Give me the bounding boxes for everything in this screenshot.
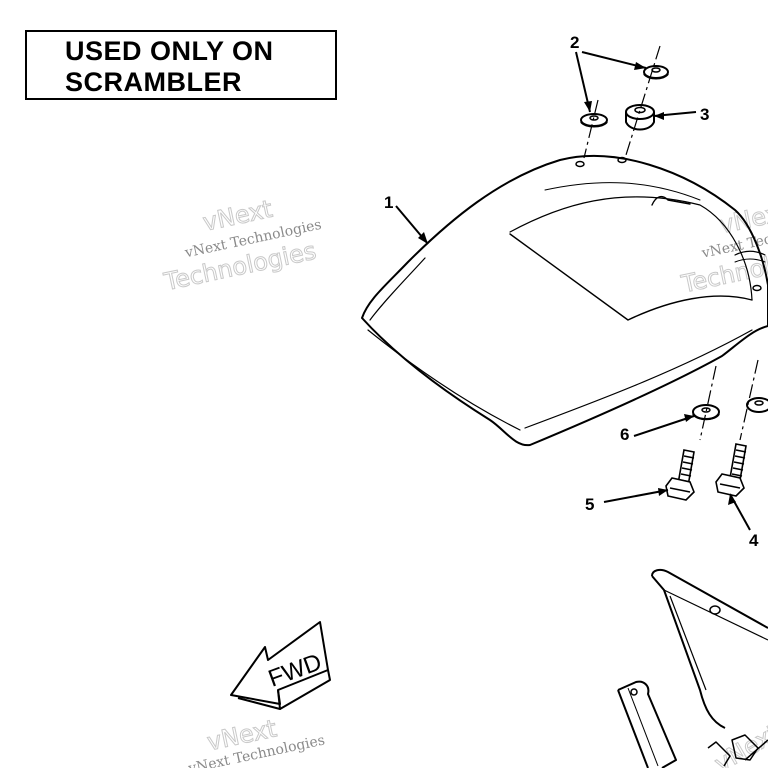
assembly-centerlines xyxy=(583,45,759,441)
fwd-direction-arrow: FWD xyxy=(230,621,331,710)
frame-bracket xyxy=(617,568,768,768)
bolt-right xyxy=(715,443,747,497)
callout-3: 3 xyxy=(700,105,709,124)
callout-6: 6 xyxy=(620,425,629,444)
notice-box: USED ONLY ON SCRAMBLER xyxy=(25,30,337,100)
watermark-bottom-left: vNext vNext Technologies xyxy=(186,714,326,768)
washer-small-left xyxy=(580,113,608,128)
callout-5: 5 xyxy=(585,495,594,514)
notice-line-1: USED ONLY ON xyxy=(65,36,274,66)
notice-line-2: SCRAMBLER xyxy=(65,67,242,97)
washer-lower-left xyxy=(692,404,720,421)
watermark-bottom-right: vNext xyxy=(709,718,768,768)
callout-1: 1 xyxy=(384,193,393,212)
rear-fender xyxy=(361,155,768,447)
callout-2: 2 xyxy=(570,33,579,52)
spacer xyxy=(625,104,655,131)
watermark-top-left: vNext vNext Technologies Technologies xyxy=(160,194,323,296)
callout-4: 4 xyxy=(749,531,759,550)
washer-lower-right xyxy=(746,397,768,413)
watermark-brand: vNext xyxy=(710,719,768,768)
bolt-left xyxy=(665,449,695,501)
watermark-right: vNext vNext Technologies Technologies xyxy=(678,197,768,299)
leader-arrowheads xyxy=(418,62,736,505)
washer-small-right xyxy=(643,65,669,80)
